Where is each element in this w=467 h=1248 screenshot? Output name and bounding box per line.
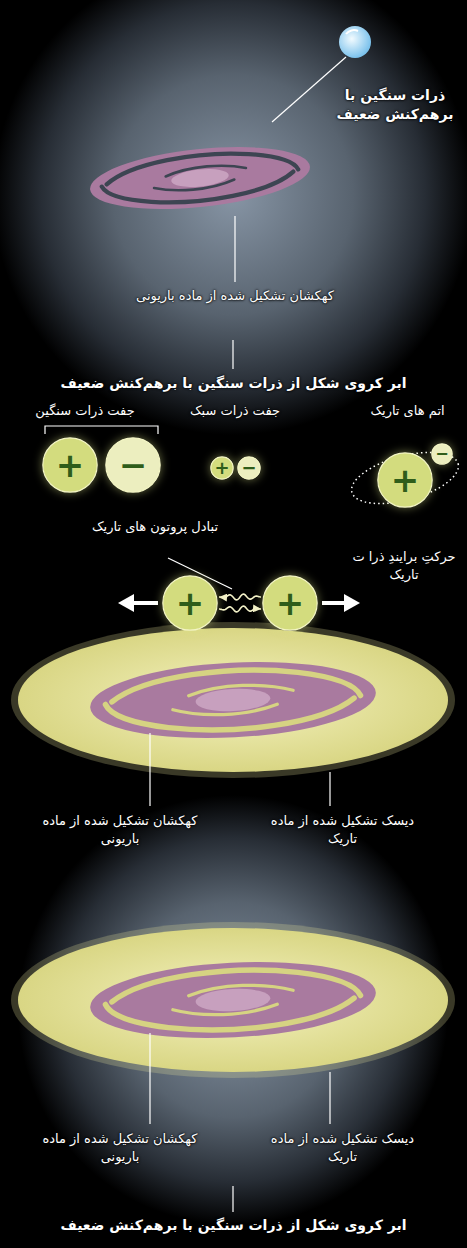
electron-orbit: [346, 443, 464, 514]
callout-label: حرکتِ برایندِ ذرا ت تاریک: [345, 548, 463, 583]
particle-shape: [43, 438, 97, 492]
leader-line: [149, 1033, 150, 1124]
disk-glow: [11, 622, 455, 778]
callout-label: کهکشان تشکیل شده از ماده باریونی: [25, 812, 215, 847]
callout-label: اتم های تاریک: [350, 402, 465, 420]
particle-shape: [378, 453, 432, 507]
exchange-wave: [219, 606, 261, 612]
callout-label: کهکشان تشکیل شده از ماده باریونی: [25, 1130, 215, 1165]
leader-line: [272, 57, 346, 122]
exchange-wave: [219, 594, 261, 600]
wimp-particle: [339, 26, 371, 58]
leader-line: [329, 1072, 330, 1124]
charge-sign: −: [435, 446, 448, 462]
leader-line: [234, 216, 235, 282]
particle-circle: +: [377, 452, 433, 508]
motion-arrow: [132, 601, 158, 605]
disk-glow: [11, 922, 455, 1078]
callout-label: جفت ذرات سبک: [165, 402, 305, 420]
motion-arrow-head: [118, 594, 134, 612]
callout-label: تبادل پروتون های تاریک: [80, 518, 230, 536]
callout-label: ابر کروی شکل از ذرات سنگین با برهم‌کنش ض…: [8, 374, 459, 393]
callout-label: جفت ذرات سنگین: [15, 402, 155, 420]
charge-sign: +: [176, 586, 205, 620]
charge-sign: +: [214, 459, 229, 477]
callout-label: ذرات سنگین با برهم‌کنش ضعیف: [330, 86, 460, 124]
particle-shape: [106, 438, 160, 492]
motion-arrow-head: [344, 594, 360, 612]
particle-circle: −: [237, 456, 261, 480]
dark-disk: [18, 928, 448, 1072]
particle-highlight: [346, 30, 358, 34]
particle-circle: +: [162, 575, 218, 631]
particle-shape: [238, 457, 260, 479]
charge-sign: +: [391, 463, 420, 497]
charge-sign: −: [119, 448, 148, 482]
callout-label: کهکشان تشکیل شده از ماده باریونی: [50, 287, 420, 305]
particle-shape: [263, 576, 317, 630]
leader-line: [149, 733, 150, 806]
particle-circle: −: [431, 443, 453, 465]
particle-circle: −: [105, 437, 161, 493]
charge-sign: −: [241, 459, 256, 477]
charge-sign: +: [276, 586, 305, 620]
dark-matter-halo: [0, 0, 467, 435]
galaxy: [87, 138, 313, 219]
leader-line: [329, 772, 330, 806]
leader-line: [232, 340, 233, 369]
callout-label: ابر کروی شکل از ذرات سنگین با برهم‌کنش ض…: [8, 1216, 459, 1235]
particle-shape: [163, 576, 217, 630]
bracket: [45, 426, 158, 434]
particle-shape: [432, 444, 452, 464]
galaxy: [88, 655, 378, 745]
dark-disk: [18, 628, 448, 772]
leader-line: [232, 1186, 233, 1212]
particle-circle: +: [42, 437, 98, 493]
particle-shape: [211, 457, 233, 479]
charge-sign: +: [56, 448, 85, 482]
particle-circle: +: [262, 575, 318, 631]
callout-label: دیسک تشکیل شده از ماده تاریک: [255, 1130, 430, 1165]
dark-matter-halo: [18, 795, 448, 1225]
particle-circle: +: [210, 456, 234, 480]
galaxy: [88, 955, 378, 1045]
callout-label: دیسک تشکیل شده از ماده تاریک: [255, 812, 430, 847]
